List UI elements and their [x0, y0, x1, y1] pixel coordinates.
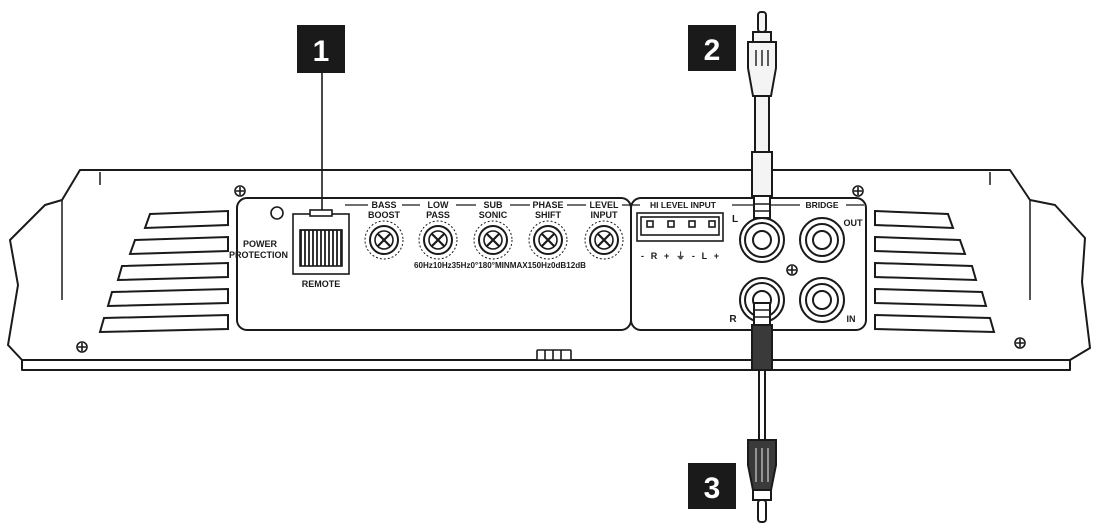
knob-label-phase-1: PHASE	[532, 200, 563, 210]
heatsink-slots-left	[98, 209, 229, 334]
knob-phase-shift[interactable]	[528, 220, 568, 260]
bridge-in-label: IN	[847, 314, 856, 324]
knob-label-level-1: LEVEL	[589, 200, 619, 210]
power-led-icon	[270, 206, 284, 220]
rca-left-label: L	[732, 214, 738, 225]
heatsink-slots-right	[874, 209, 996, 334]
bridge-label: BRIDGE	[805, 200, 838, 210]
knob-label-bass-1: BASS	[371, 200, 396, 210]
hi-level-input-connector[interactable]	[636, 212, 724, 242]
power-protection-label-1: POWER	[243, 239, 278, 249]
remote-connector[interactable]	[292, 209, 350, 275]
knob-ranges-label: 60Hz10Hz35Hz0°180°MINMAX150Hz0dB12dB	[414, 260, 586, 270]
knob-bass-boost[interactable]	[364, 220, 404, 260]
knob-label-lowpass-1: LOW	[428, 200, 449, 210]
power-protection-label-2: PROTECTION	[229, 250, 288, 260]
rca-plug-dark	[747, 302, 777, 523]
input-panel	[630, 197, 867, 331]
callout-number-2: 2	[704, 34, 721, 67]
bottom-tab	[536, 349, 572, 361]
knob-label-bass-2: BOOST	[368, 210, 401, 220]
callout-badge-2: 2	[688, 25, 736, 71]
rca-jack-bridge-in[interactable]	[799, 277, 845, 323]
rca-right-label: R	[729, 314, 737, 325]
knob-label-level-2: INPUT	[591, 210, 619, 220]
knob-label-lowpass-2: PASS	[426, 210, 450, 220]
knob-label-subsonic-2: SONIC	[479, 210, 508, 220]
knob-label-subsonic-1: SUB	[483, 200, 503, 210]
knob-sub-sonic[interactable]	[473, 220, 513, 260]
rca-jack-left[interactable]	[739, 217, 785, 263]
remote-label: REMOTE	[302, 279, 341, 289]
callout-badge-3: 3	[688, 463, 736, 509]
rca-plug-white	[747, 11, 777, 219]
callout-number-1: 1	[313, 35, 330, 68]
rca-jack-bridge-out[interactable]	[799, 217, 845, 263]
knob-low-pass[interactable]	[418, 220, 458, 260]
hi-level-pins-label: - R + ⏚ - L +	[641, 251, 719, 261]
knob-level-input[interactable]	[584, 220, 624, 260]
knob-label-phase-2: SHIFT	[535, 210, 562, 220]
screw-icon	[76, 185, 1026, 353]
bridge-out-label: OUT	[844, 218, 864, 228]
callout-badge-1: 1	[297, 25, 345, 73]
amplifier-body	[7, 169, 1091, 371]
hi-level-input-label: HI LEVEL INPUT	[650, 200, 717, 210]
callout-number-3: 3	[704, 472, 721, 505]
